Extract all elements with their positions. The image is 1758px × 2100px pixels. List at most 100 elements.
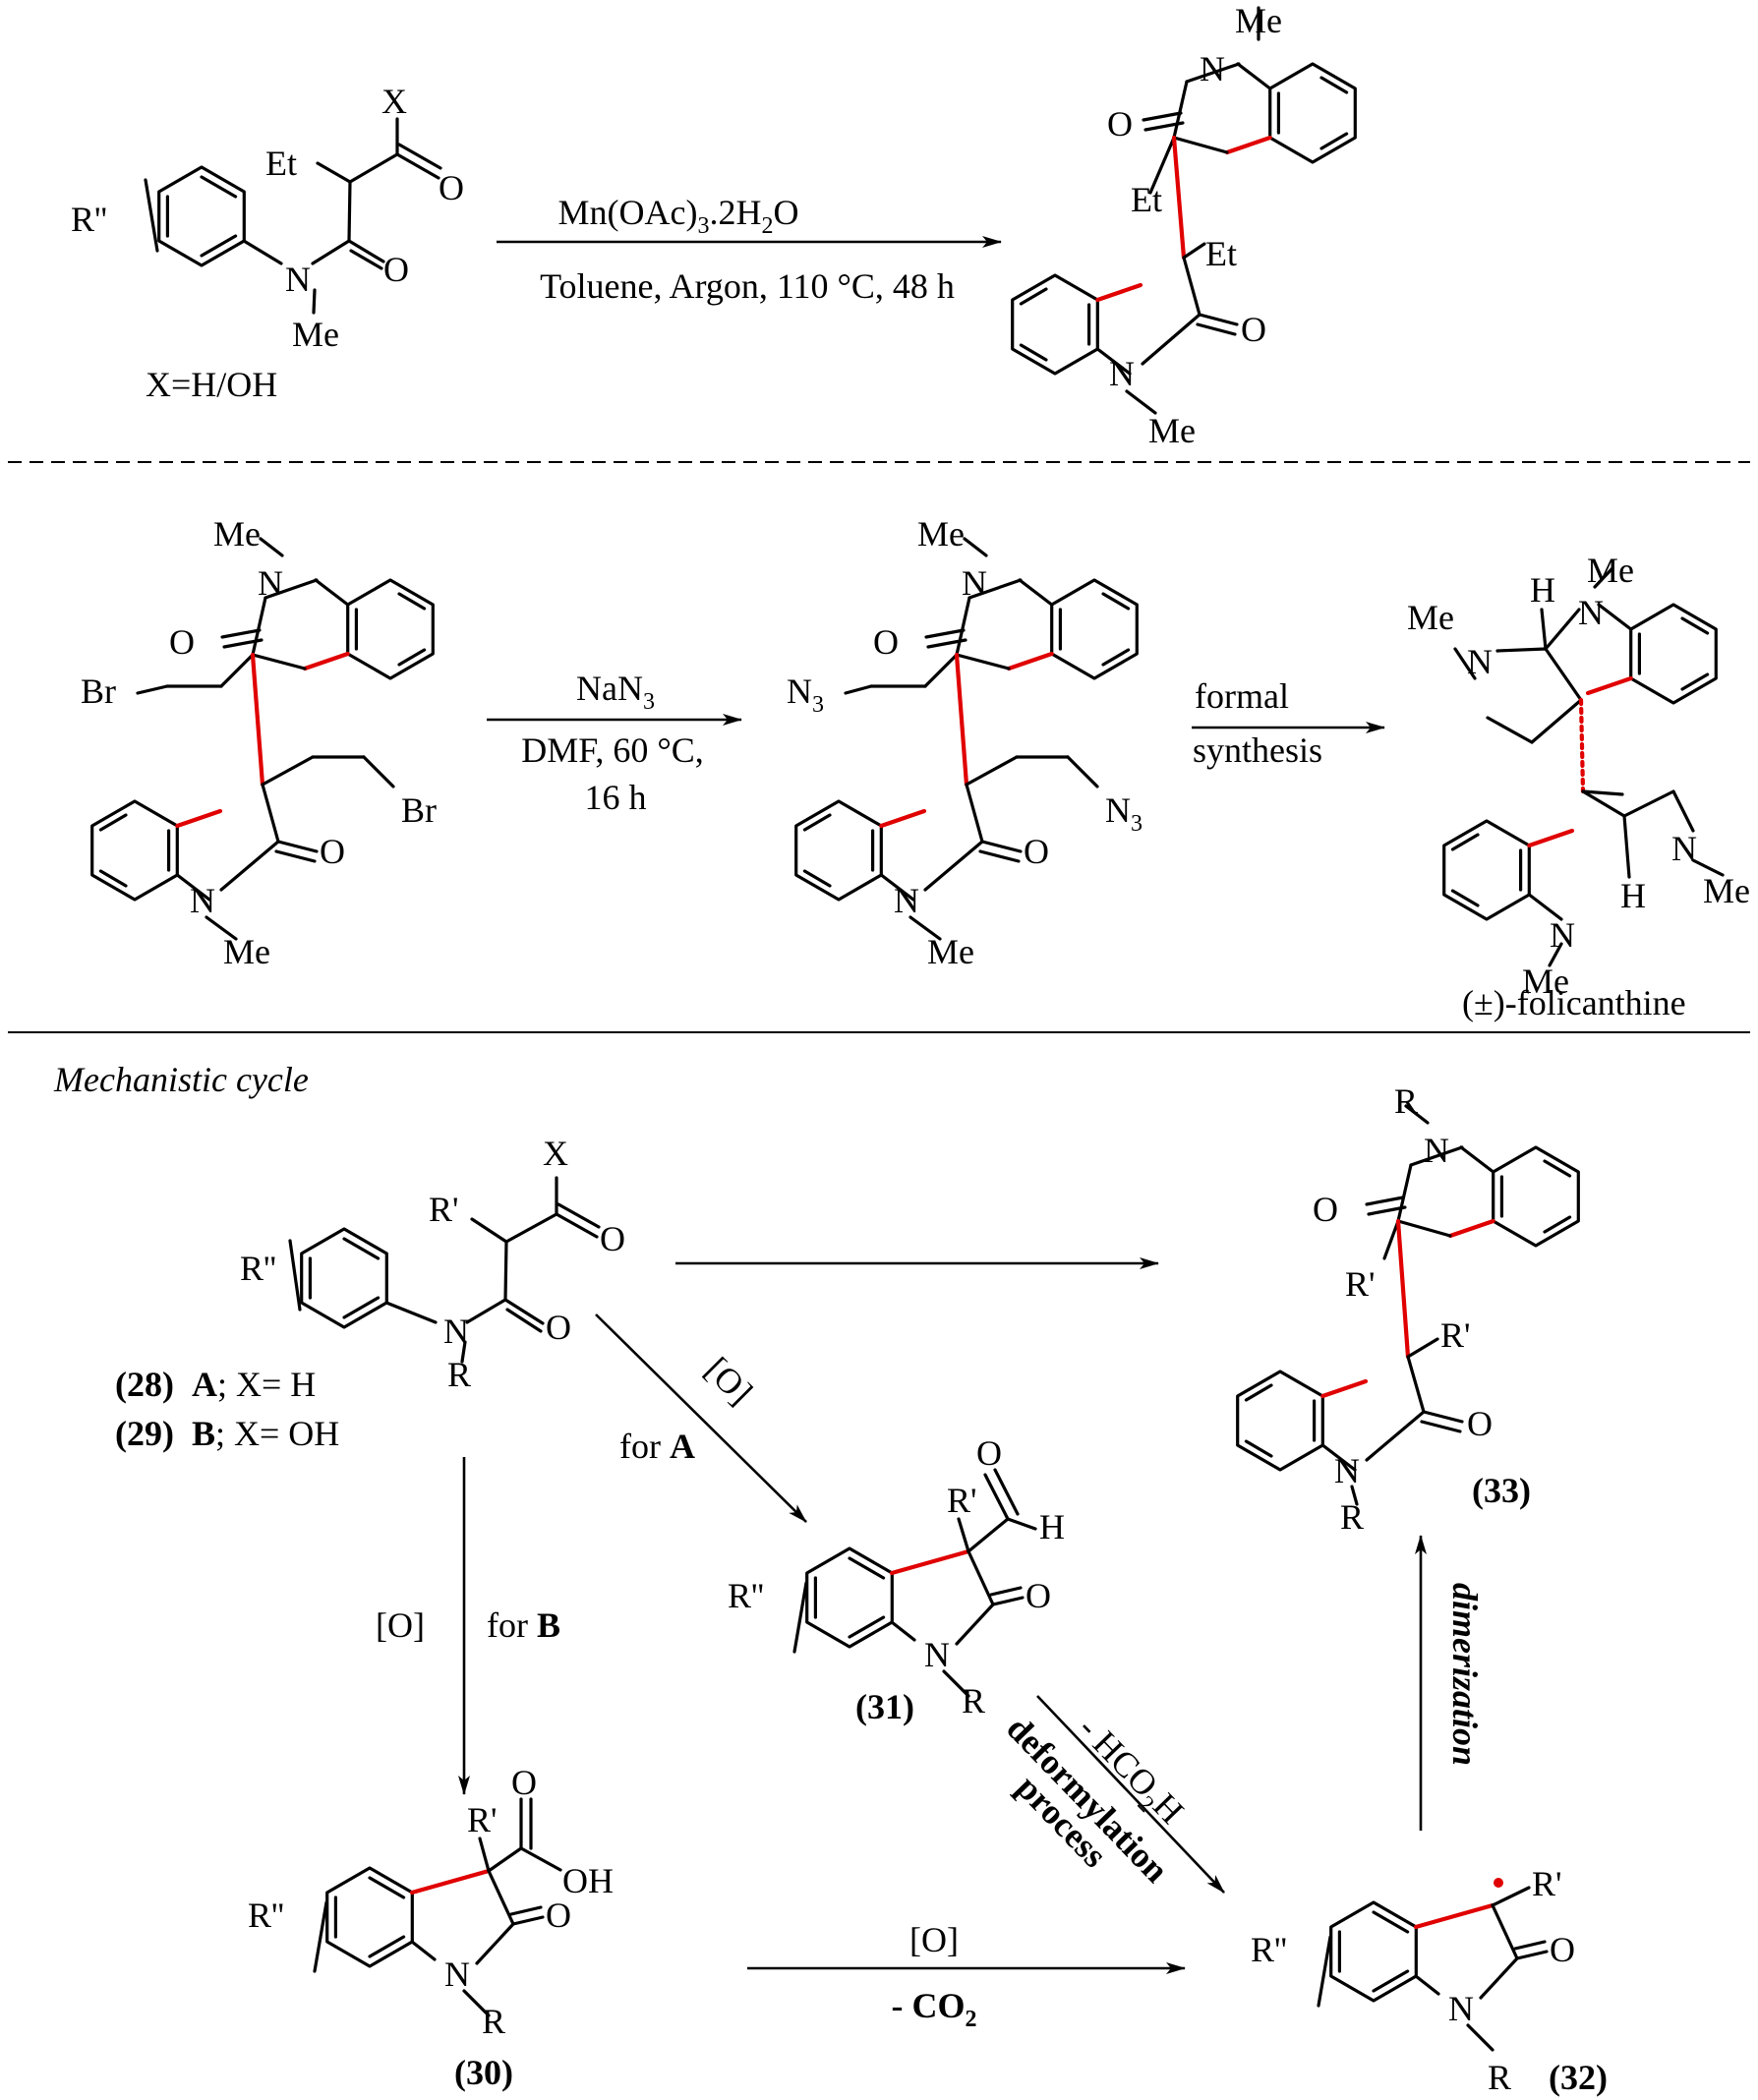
n-label: N: [1467, 642, 1493, 681]
o-label: O: [873, 622, 899, 662]
me-label: Me: [1587, 551, 1634, 590]
radical-dot: [1494, 1878, 1503, 1888]
r1-label: R': [467, 1800, 498, 1839]
o-label: O: [1026, 1576, 1051, 1615]
h-label: H: [1039, 1507, 1065, 1546]
n3-label: N3: [787, 671, 824, 718]
me-label: Me: [1703, 871, 1750, 910]
aryl-ring: [300, 1227, 388, 1329]
c30-label: (30): [454, 2053, 513, 2092]
n-label: N: [1200, 49, 1225, 88]
r1-label: R': [1440, 1315, 1471, 1355]
r2-label: R'': [71, 200, 107, 239]
oxindole-upper: [1009, 580, 1137, 678]
o-label: O: [439, 168, 464, 207]
r1-label: R': [947, 1481, 977, 1520]
indoline-lower: [1444, 821, 1572, 919]
r-label: R: [962, 1681, 985, 1721]
o-label: O: [383, 250, 409, 289]
o-label: O: [320, 832, 345, 871]
n-label: N: [1334, 1451, 1360, 1490]
o-label: O: [546, 1896, 571, 1935]
oxindole-aryl: [805, 1546, 894, 1649]
r1-label: R': [1345, 1264, 1376, 1304]
r1-label: R': [429, 1190, 459, 1229]
br-label: Br: [401, 790, 437, 830]
x-label: X: [381, 82, 407, 121]
n-label: N: [190, 881, 215, 920]
c33-label: (33): [1472, 1471, 1531, 1510]
me-label: Me: [292, 315, 339, 354]
r2-label: R'': [248, 1896, 284, 1935]
n-label: N: [285, 260, 311, 299]
me-label: Me: [917, 514, 965, 554]
x-label: X: [543, 1134, 568, 1173]
me-label: Me: [1148, 411, 1196, 450]
r2-label: R'': [728, 1576, 764, 1615]
n-label: N: [1448, 1989, 1474, 2028]
r-label: R: [1340, 1497, 1364, 1537]
oxindole-upper: [1227, 64, 1355, 162]
o-label: O: [511, 1763, 537, 1802]
top-scheme: R'' N Me O Et O X X=H/OH Mn(OAc)3.2H2O T…: [71, 1, 1355, 450]
deformylation-arrow: [1036, 1695, 1225, 1894]
r-label: R: [447, 1355, 471, 1394]
oxindole-aryl: [1329, 1900, 1418, 2003]
indoline-upper: [1588, 605, 1716, 703]
n-label: N: [1578, 593, 1604, 632]
et-label: Et: [1131, 180, 1162, 219]
n-label: N: [1109, 354, 1135, 393]
formal-label: formal: [1195, 676, 1289, 716]
n-label: N: [962, 563, 987, 603]
o-label: O: [976, 1433, 1002, 1473]
aryl-ring: [157, 165, 246, 267]
o-label: O: [1107, 104, 1133, 144]
top-reagent: Mn(OAc)3.2H2O: [558, 193, 799, 239]
n-label: N: [444, 1954, 470, 1994]
x-note: X=H/OH: [146, 365, 277, 404]
dimerization-label: dimerization: [1445, 1583, 1485, 1766]
n-label: N: [1671, 829, 1697, 868]
n-label: N: [1550, 915, 1575, 955]
forA-label: for A: [619, 1427, 695, 1466]
forA-arrow: [595, 1313, 807, 1523]
oxindole-upper: [1450, 1147, 1578, 1246]
c28-label: (28)A; X= H: [115, 1365, 316, 1404]
decarbox-label: - CO2: [892, 1986, 977, 2032]
top-conditions: Toluene, Argon, 110 °C, 48 h: [540, 266, 955, 306]
et-label: Et: [1205, 234, 1237, 273]
o-label: O: [1550, 1930, 1575, 1969]
o-label: O: [546, 1308, 571, 1347]
ox-label: [O]: [376, 1605, 425, 1645]
o-label: O: [1467, 1404, 1493, 1443]
synthesis-label: synthesis: [1193, 730, 1322, 770]
me-label: Me: [1235, 1, 1282, 40]
ox-label: [O]: [698, 1350, 761, 1413]
n-label: N: [1424, 1131, 1449, 1170]
decarbox-ox: [O]: [909, 1920, 959, 1959]
o-label: O: [600, 1219, 625, 1258]
r-label: R: [482, 2002, 505, 2041]
c32-label: (32): [1549, 2058, 1608, 2097]
forB-label: for B: [487, 1605, 560, 1645]
me-label: Me: [1522, 962, 1569, 1001]
o-label: O: [1024, 832, 1049, 871]
r-label: R: [1394, 1081, 1418, 1121]
r1-label: R': [1532, 1864, 1562, 1903]
me-label: Me: [1407, 598, 1454, 637]
product-name: (±)-folicanthine: [1462, 983, 1686, 1022]
n-label: N: [924, 1635, 950, 1674]
oh-label: OH: [562, 1861, 614, 1900]
n3-label: N3: [1105, 790, 1143, 837]
h-label: H: [1620, 876, 1646, 915]
n-label: N: [258, 563, 283, 603]
o-label: O: [169, 622, 195, 662]
mechanistic-cycle: Mechanistic cycle R'' N R O R' O X (28)A…: [53, 1060, 1608, 2097]
oxindole-aryl: [325, 1866, 414, 1968]
o-label: O: [1241, 310, 1266, 349]
r-label: R: [1488, 2058, 1511, 2097]
mech-title: Mechanistic cycle: [53, 1060, 309, 1099]
me-label: Me: [927, 932, 974, 971]
me-label: Me: [223, 932, 270, 971]
